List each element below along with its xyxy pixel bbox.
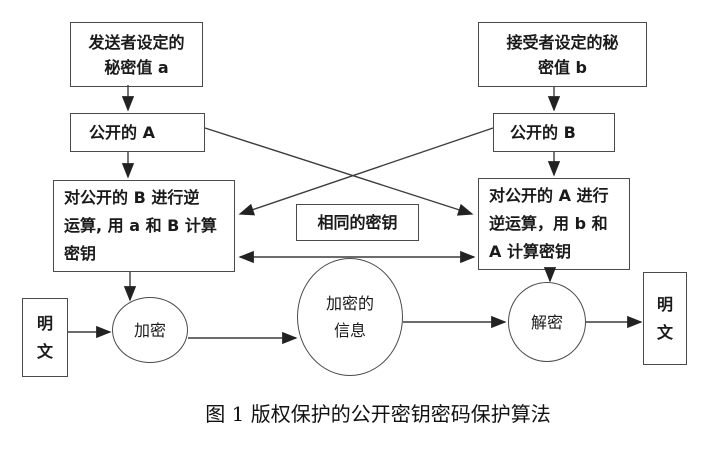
sender-secret-line2: 秘密值 a xyxy=(104,57,169,77)
plaintext-right-line1: 明 xyxy=(656,294,673,314)
plaintext-left-line1: 明 xyxy=(36,313,53,333)
compute-key-left-box: 对公开的 B 进行逆 运算, 用 a 和 B 计算 密钥 xyxy=(53,180,235,272)
decrypt-circle: 解密 xyxy=(508,282,586,362)
same-key-box: 相同的密钥 xyxy=(296,204,419,241)
compute-key-right-line3: A 计算密钥 xyxy=(489,242,571,261)
encrypted-info-line1: 加密的 xyxy=(325,294,374,313)
arrow-public-a-to-compute-right-diagonal xyxy=(204,127,474,216)
receiver-secret-line1: 接受者设定的秘 xyxy=(506,32,619,52)
figure-caption: 图 1 版权保护的公开密钥密码保护算法 xyxy=(205,402,551,426)
plaintext-right-box: 明 文 xyxy=(643,272,687,365)
encrypted-info-circle: 加密的 信息 xyxy=(297,258,403,376)
arrow-public-b-to-compute-left-diagonal xyxy=(238,127,494,216)
compute-key-right-box: 对公开的 A 进行 逆运算，用 b 和 A 计算密钥 xyxy=(478,178,630,270)
public-b-box: 公开的 B xyxy=(493,113,615,152)
compute-key-right-line1: 对公开的 A 进行 xyxy=(489,186,609,205)
same-key-label: 相同的密钥 xyxy=(317,213,398,232)
plaintext-left-line2: 文 xyxy=(36,341,53,361)
compute-key-left-line3: 密钥 xyxy=(64,244,97,263)
receiver-secret-line2: 密值 b xyxy=(537,57,588,77)
sender-secret-box: 发送者设定的 秘密值 a xyxy=(70,22,203,87)
public-a-box: 公开的 A xyxy=(70,113,205,152)
encrypted-info-line2: 信息 xyxy=(333,321,366,340)
compute-key-left-line1: 对公开的 B 进行逆 xyxy=(64,188,200,207)
receiver-secret-box: 接受者设定的秘 密值 b xyxy=(478,22,647,87)
compute-key-left-line2: 运算, 用 a 和 B 计算 xyxy=(64,216,217,235)
encrypt-circle: 加密 xyxy=(112,297,188,363)
public-a-label: 公开的 A xyxy=(89,123,155,142)
plaintext-right-line2: 文 xyxy=(656,322,673,342)
decrypt-label: 解密 xyxy=(530,312,563,332)
compute-key-right-line2: 逆运算，用 b 和 xyxy=(489,214,608,233)
encrypt-label: 加密 xyxy=(133,320,166,340)
plaintext-left-box: 明 文 xyxy=(22,298,68,377)
sender-secret-line1: 发送者设定的 xyxy=(88,32,185,52)
public-b-label: 公开的 B xyxy=(510,123,576,142)
